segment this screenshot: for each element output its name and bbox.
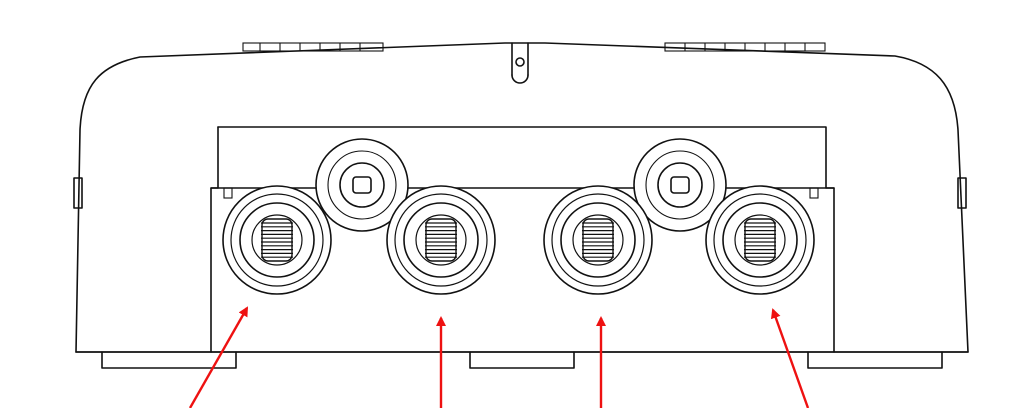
hanging-loop bbox=[511, 42, 529, 84]
cable-gland-2 bbox=[386, 185, 496, 295]
top-right-hinge bbox=[664, 42, 826, 52]
gland-panel bbox=[210, 126, 835, 353]
cable-gland-4 bbox=[705, 185, 815, 295]
cable-glands bbox=[222, 185, 815, 295]
top-left-hinge bbox=[242, 42, 384, 52]
center-foot bbox=[469, 351, 575, 369]
gland-thread-insert bbox=[744, 218, 776, 262]
red-arrow-4 bbox=[770, 308, 810, 408]
left-foot bbox=[101, 351, 237, 369]
pointer-arrows bbox=[188, 306, 810, 408]
gland-thread-insert bbox=[425, 218, 457, 262]
right-foot bbox=[807, 351, 943, 369]
right-latch-tab bbox=[957, 177, 967, 209]
left-latch-tab bbox=[73, 177, 83, 209]
cable-gland-3 bbox=[543, 185, 653, 295]
enclosure-body-outline bbox=[75, 42, 969, 353]
gland-thread-insert bbox=[261, 218, 293, 262]
cable-gland-1 bbox=[222, 185, 332, 295]
gland-thread-insert bbox=[582, 218, 614, 262]
vent-screw-right bbox=[633, 138, 727, 232]
red-arrow-1 bbox=[188, 306, 249, 408]
vent-screw-left bbox=[315, 138, 409, 232]
